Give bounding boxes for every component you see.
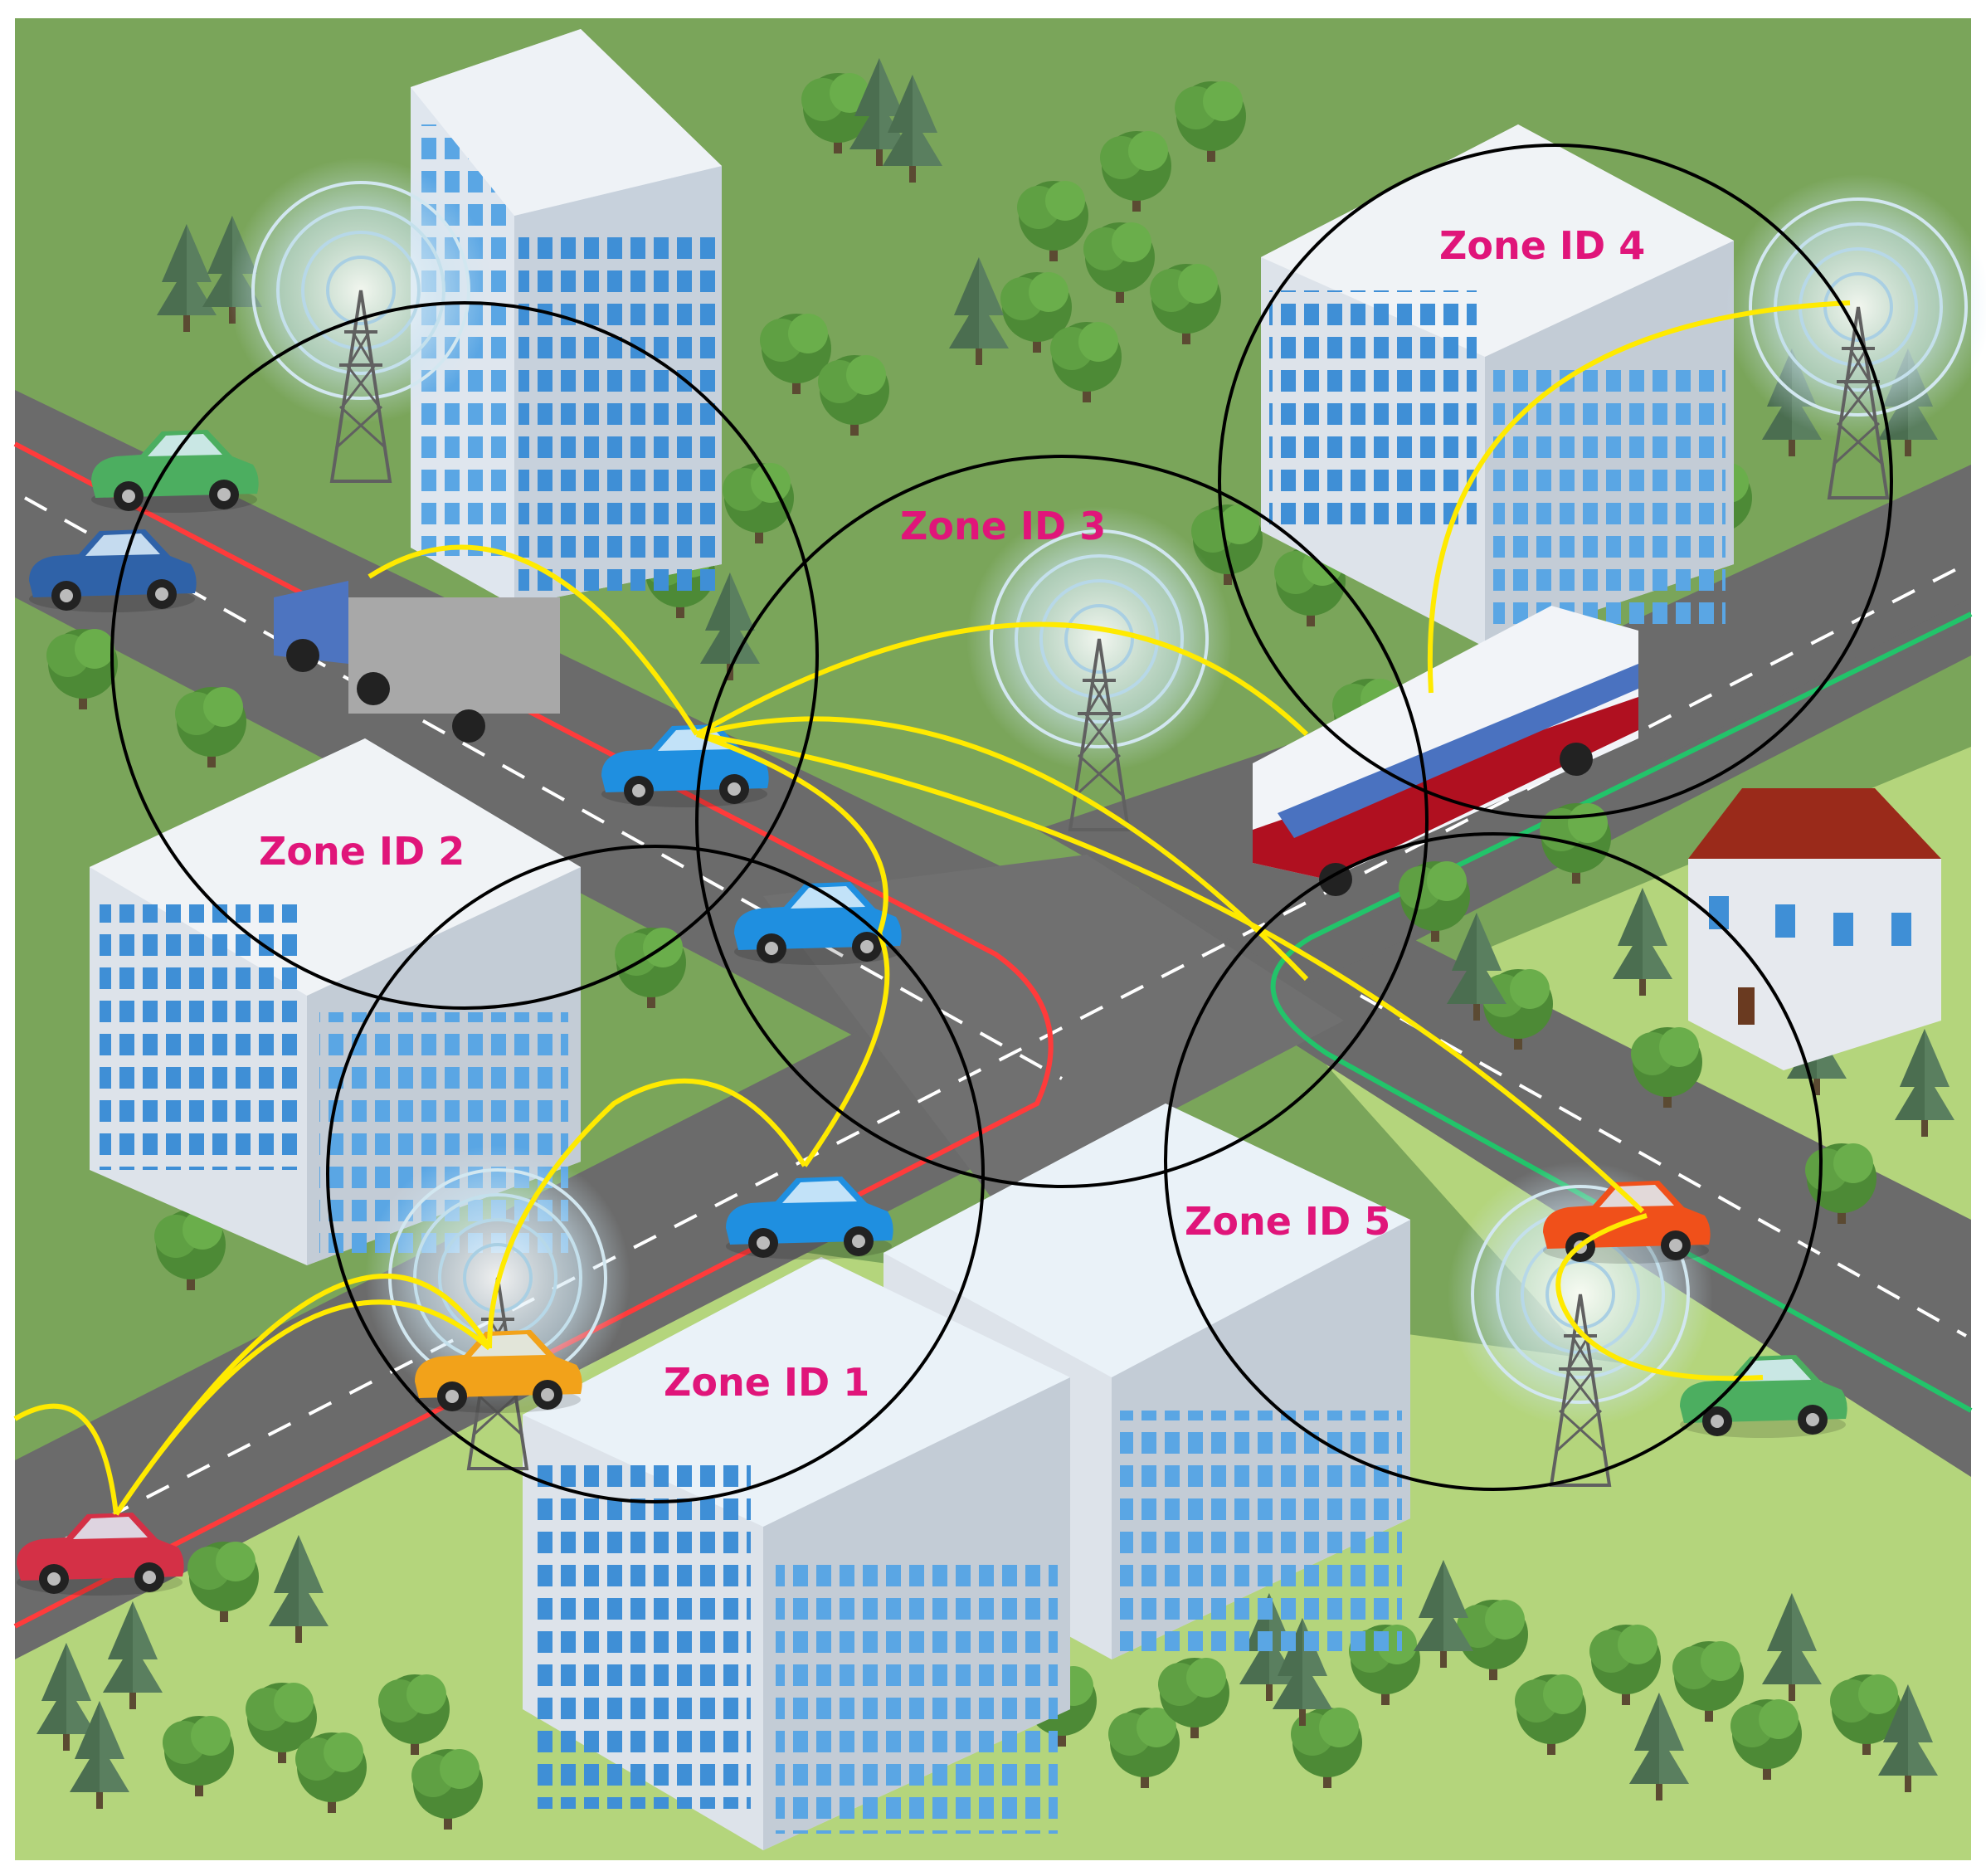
zone-boundaries [110,144,1893,1503]
truck-icon [274,581,560,743]
road-intersection [763,855,1344,1203]
zone-1-boundary [326,845,985,1503]
building-zone-4 [1261,124,1734,647]
zone-3-label: Zone ID 3 [900,504,1106,548]
zone-5-label: Zone ID 5 [1185,1199,1390,1244]
house [1688,788,1941,1070]
zone-4-label: Zone ID 4 [1439,223,1645,268]
zone-3-boundary [695,455,1429,1188]
building-zone-1 [523,1257,1070,1850]
road-centerline-right [1360,994,1967,1338]
zone-2-boundary [110,301,819,1010]
bus-icon [1253,606,1638,896]
zone-2-label: Zone ID 2 [259,829,465,874]
green-route [1270,612,1973,1413]
zone-4-boundary [1218,144,1893,819]
red-route [13,441,1054,1629]
zone-1-label: Zone ID 1 [664,1360,869,1405]
road-centerline [24,496,1063,1080]
zone-5-boundary [1164,832,1823,1491]
communication-links [13,300,1851,1516]
